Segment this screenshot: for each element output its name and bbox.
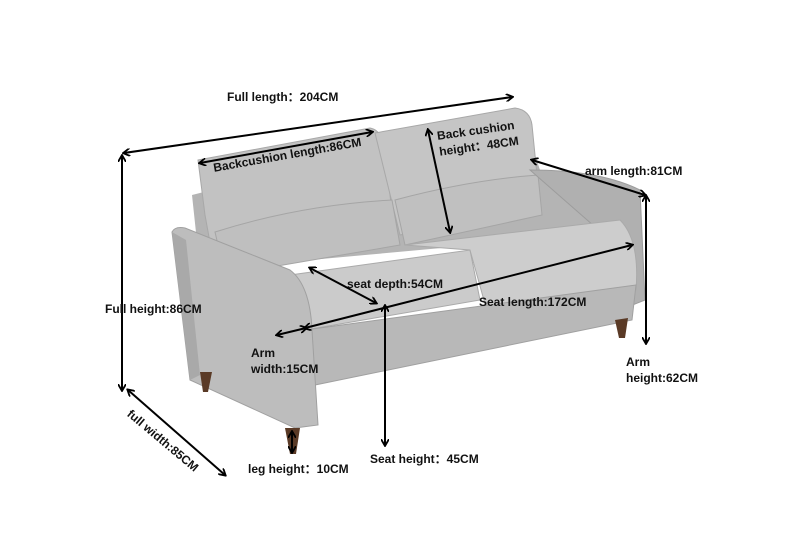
arm-height-line2: height:62CM xyxy=(626,371,698,386)
full-length-label: Full length：204CM xyxy=(227,90,339,104)
arm-length-arrow xyxy=(532,160,645,195)
arm-width-arrow xyxy=(277,328,306,335)
leg-front-right xyxy=(615,318,628,338)
leg-back-left xyxy=(200,372,212,392)
arm-width-line2: width:15CM xyxy=(251,362,319,377)
arm-width-label: Arm width:15CM xyxy=(251,345,318,377)
seat-height-label: Seat height：45CM xyxy=(370,452,479,466)
seat-depth-label: seat depth:54CM xyxy=(347,277,444,291)
dimension-arrows xyxy=(122,97,646,475)
full-height-label: Full height:86CM xyxy=(105,302,202,316)
seat-length-arrow xyxy=(305,245,632,328)
left-lumbar-pillow xyxy=(214,199,401,276)
arm-height-line1: Arm xyxy=(626,355,651,369)
arm-height-label: Arm height:62CM xyxy=(626,354,698,386)
back-cushion-height-arrow xyxy=(428,130,450,232)
arm-length-label: arm length:81CM xyxy=(585,164,683,178)
full-length-arrow xyxy=(124,97,512,153)
left-arm-side xyxy=(172,232,200,380)
arm-width-line1: Arm xyxy=(251,346,276,360)
seat-length-label: Seat length:172CM xyxy=(479,295,587,309)
backcushion-length-arrow xyxy=(200,132,372,163)
full-width-arrow xyxy=(128,390,225,475)
leg-height-label: leg height：10CM xyxy=(248,462,349,476)
